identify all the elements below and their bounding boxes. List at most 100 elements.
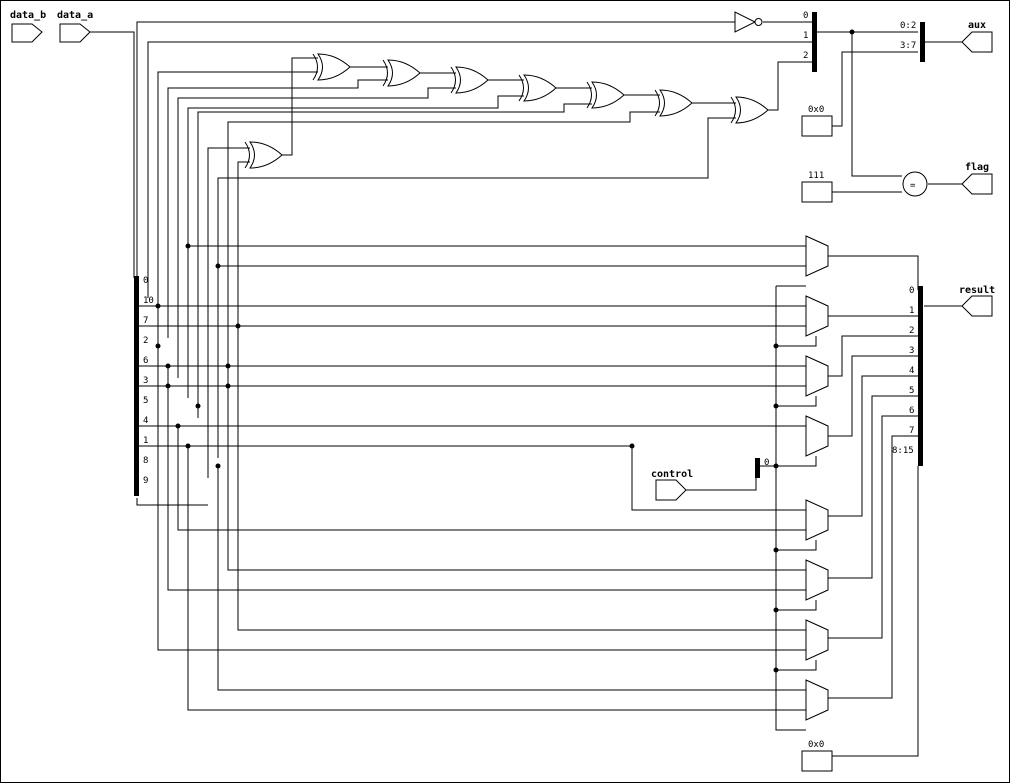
result-splitter	[918, 286, 923, 466]
control-splitter	[755, 458, 760, 478]
xor-gate-input-arc	[382, 59, 388, 87]
xor-gate	[659, 89, 693, 117]
equality-comparator	[902, 171, 928, 197]
junction-dot	[215, 463, 221, 469]
junction-dot	[155, 343, 161, 349]
ports: data_b data_a aux flag result control	[10, 10, 995, 501]
splitter-bit-label: 3:7	[900, 41, 916, 51]
splitter-bit-label: 1	[803, 31, 808, 41]
junction-dot	[773, 403, 779, 409]
junction-dot	[629, 443, 635, 449]
multiplexer	[805, 499, 829, 541]
splitter-bit-label: 2	[803, 51, 808, 61]
splitter-bit-label: 6	[909, 406, 914, 416]
aux-splitter	[920, 22, 925, 62]
xor-gate-input-arc	[730, 96, 736, 124]
data-b-label: data_b	[10, 10, 46, 21]
multiplexer	[805, 619, 829, 661]
multiplexer	[805, 355, 829, 397]
xor-gate-input-arc	[312, 53, 318, 81]
splitter-bit-label: 4	[909, 366, 914, 376]
splitter-bit-label: 6	[143, 356, 148, 366]
junction-dot	[773, 547, 779, 553]
splitter-bit-label: 5	[143, 396, 148, 406]
splitter-bit-label: 1	[143, 436, 148, 446]
splitter-bit-label: 4	[143, 416, 148, 426]
input-splitter	[134, 276, 139, 496]
splitter-bit-label: 7	[143, 316, 148, 326]
flag-port	[961, 173, 993, 195]
junction-dot	[185, 243, 191, 249]
xor-gate-input-arc	[654, 89, 660, 117]
splitter-bit-label: 5	[909, 386, 914, 396]
xor-gate	[523, 74, 557, 102]
xor-gate-input-arc	[244, 141, 250, 169]
not-gate-bubble	[754, 18, 763, 26]
multiplexer	[805, 415, 829, 457]
multiplexer	[805, 295, 829, 337]
splitter-bit-label: 0	[909, 286, 914, 296]
junction-dot	[215, 263, 221, 269]
splitter-bit-label: 1	[909, 306, 914, 316]
splitter-bit-label: 0	[803, 11, 808, 21]
splitter-bit-label: 0	[764, 458, 769, 468]
junction-dot	[165, 363, 171, 369]
junction-dot	[773, 667, 779, 673]
xor-gate-input-arc	[518, 74, 524, 102]
junction-dot	[235, 323, 241, 329]
splitter-bit-label: 7	[909, 426, 914, 436]
multiplexer	[805, 679, 829, 721]
splitter-bit-label: 0:2	[900, 21, 916, 31]
logic-gates: =	[734, 11, 928, 197]
flag-constant-box	[801, 181, 833, 203]
wires	[90, 21, 962, 757]
xor-gate	[249, 141, 283, 169]
equality-symbol: =	[910, 181, 916, 191]
xor-gate	[387, 59, 421, 87]
junction-dot	[773, 607, 779, 613]
junction-dot	[195, 403, 201, 409]
splitter-bit-label: 3	[909, 346, 914, 356]
splitters	[134, 12, 925, 496]
result-label: result	[959, 285, 995, 296]
xor-gate-input-arc	[450, 66, 456, 94]
result-constant-box	[801, 750, 833, 772]
multiplexer	[805, 559, 829, 601]
constants: 0x0 111 0x0	[801, 105, 833, 772]
junction-dot	[155, 303, 161, 309]
splitter-bit-label: 8:15	[892, 446, 914, 456]
xor-gate	[317, 53, 351, 81]
aux-constant-box	[801, 115, 833, 137]
flag-constant-label: 111	[808, 171, 824, 181]
data-b-port	[11, 23, 43, 43]
data-a-label: data_a	[57, 10, 93, 21]
multiplexer	[805, 235, 829, 277]
splitter-bit-label: 10	[143, 296, 154, 306]
xor-gate-input-arc	[586, 81, 592, 109]
splitter-bit-label: 2	[143, 336, 148, 346]
aux-constant-label: 0x0	[808, 105, 824, 115]
xor-gates	[244, 53, 769, 169]
splitter-bit-label: 9	[143, 476, 148, 486]
junction-dot	[175, 423, 181, 429]
splitter-bit-label: 8	[143, 456, 148, 466]
xor-gate	[735, 96, 769, 124]
not-gate	[734, 11, 757, 33]
splitter-bit-label: 2	[909, 326, 914, 336]
junction-dot	[773, 343, 779, 349]
junction-dot	[225, 383, 231, 389]
aux-port	[961, 31, 993, 53]
splitter-bit-label: 0	[143, 276, 148, 286]
xor-gate	[455, 66, 489, 94]
junction-dot	[225, 363, 231, 369]
multiplexers	[805, 235, 829, 721]
aux-label: aux	[968, 20, 986, 31]
junction-dot	[185, 443, 191, 449]
result-port	[961, 295, 993, 317]
data-a-port	[59, 23, 91, 43]
control-port	[655, 479, 687, 501]
junction-dots	[155, 29, 855, 673]
junction-dot	[165, 383, 171, 389]
